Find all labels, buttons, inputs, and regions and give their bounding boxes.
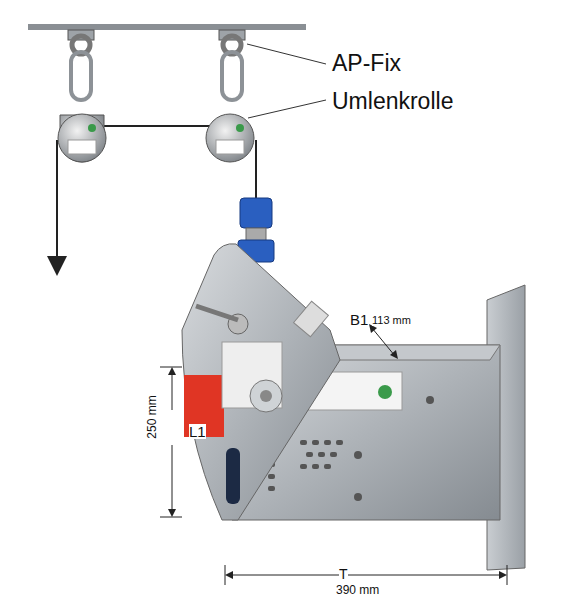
- carabiners: [71, 52, 242, 100]
- dimension-name: B1: [350, 312, 368, 327]
- dimension-lines: [160, 328, 507, 585]
- dimension-arrows: [168, 324, 507, 579]
- winch-housing: [182, 244, 340, 520]
- dimension-name: T: [339, 567, 348, 581]
- dimension-value: 250 mm: [146, 395, 158, 438]
- anchor-points: [68, 30, 245, 54]
- part-name: AP-Fix: [332, 52, 401, 75]
- ceiling-bar: [28, 24, 306, 30]
- pulleys: [58, 114, 254, 162]
- dimension-value: 113 mm: [372, 315, 411, 326]
- dimension-name: L1: [189, 424, 206, 439]
- dimension-value: 390 mm: [336, 584, 379, 596]
- part-name: Umlenkrolle: [332, 90, 453, 113]
- leader-lines: [247, 44, 326, 118]
- arrow-head: [47, 256, 67, 276]
- rope: [57, 126, 256, 258]
